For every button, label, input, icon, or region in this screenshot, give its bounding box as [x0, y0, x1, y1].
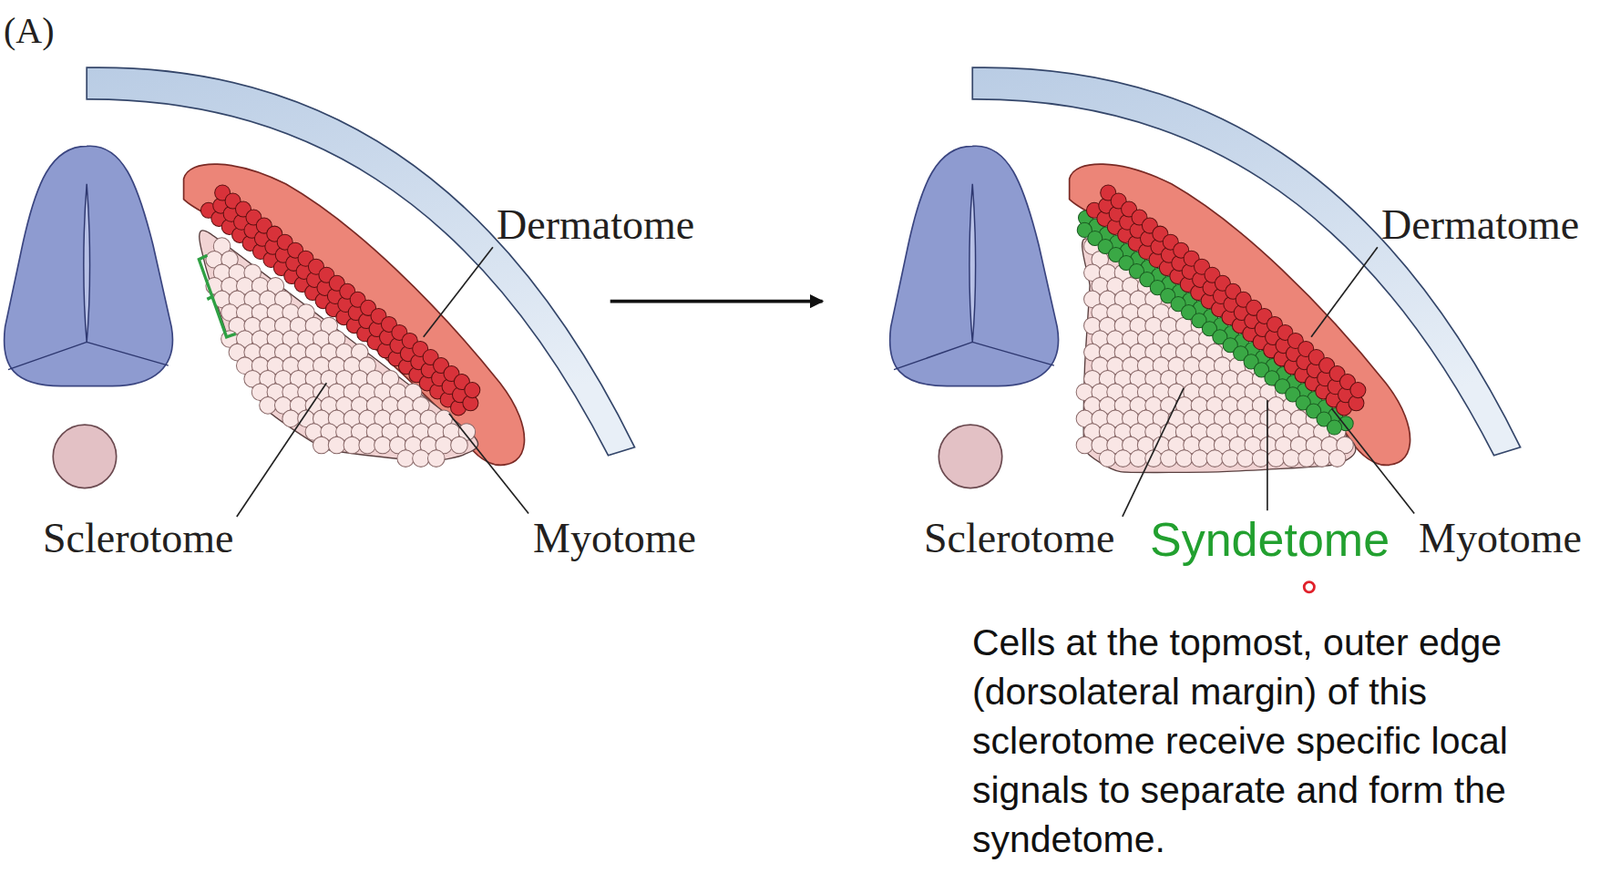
sclerotome-cell [397, 450, 415, 468]
sclerotome-cell [1282, 450, 1301, 468]
highlight-label: Syndetome [1149, 515, 1390, 564]
leader-line [236, 382, 328, 517]
neural-seam [8, 341, 169, 370]
sclerotome-cell [343, 436, 361, 454]
part-label: Myotome [533, 517, 697, 560]
myotome-cells [200, 184, 480, 416]
dermatome-shape [1069, 164, 1411, 465]
sclerotome-cells [199, 230, 479, 468]
part-label: Sclerotome [42, 517, 235, 560]
part-label: Sclerotome [923, 517, 1116, 560]
sclerotome-cell [1206, 450, 1224, 468]
neural-tube [890, 145, 1059, 386]
leader-line [1311, 246, 1378, 338]
sclerotome-cell [1267, 450, 1285, 468]
leader-line [1122, 388, 1184, 517]
sclerotome-cell [312, 436, 330, 454]
syndetome-cells [1076, 210, 1354, 435]
explanation-note: Cells at the topmost, outer edge (dorsol… [972, 617, 1542, 864]
sclerotome-cell [282, 410, 300, 428]
sclerotome-shape [199, 230, 479, 462]
sclerotome-cell [451, 436, 469, 454]
part-label: Myotome [1418, 517, 1582, 560]
sclerotome-cell [374, 436, 392, 454]
myotome-cell [1350, 382, 1366, 399]
leader-line [1266, 400, 1269, 511]
sclerotome-cell [1328, 450, 1346, 468]
sclerotome-cell [358, 436, 377, 454]
panel-letter: (A) [3, 12, 55, 50]
sclerotome-cell [1298, 450, 1316, 468]
dermatome-shape [184, 164, 525, 465]
leader-line [423, 246, 493, 338]
sclerotome-cell [1221, 450, 1240, 468]
sclerotome-cell [1190, 450, 1209, 468]
myotome-cells [1086, 184, 1365, 416]
pointer-dot [1303, 582, 1314, 593]
leader-lines [236, 246, 1415, 517]
sclerotome-cell [1175, 450, 1193, 468]
neural-lumen [969, 184, 976, 343]
somite-panel [890, 67, 1521, 489]
sclerotome-cell [1237, 450, 1255, 468]
sclerotome-cell [259, 397, 277, 415]
transition-arrow [610, 299, 823, 304]
myotome-cell [464, 382, 481, 399]
syndetome-cell [1326, 420, 1342, 435]
neural-tube [4, 145, 174, 386]
part-label: Dermatome [1381, 204, 1580, 247]
notochord [938, 424, 1002, 488]
sclerotome-shape [1082, 238, 1356, 473]
sclerotome-cells [1076, 237, 1356, 473]
sclerotome-cell [1313, 450, 1332, 468]
leader-line [1331, 408, 1415, 513]
sclerotome-cell [412, 450, 431, 468]
sclerotome-cell [1076, 436, 1094, 454]
part-label: Dermatome [496, 204, 695, 247]
bracket [198, 255, 236, 338]
neural-lumen [83, 184, 91, 343]
notochord [52, 424, 116, 488]
sclerotome-cell [1114, 450, 1132, 468]
leader-line [449, 413, 529, 514]
sclerotome-cell [1129, 450, 1148, 468]
sclerotome-cell [1098, 450, 1117, 468]
somite-panel [4, 67, 636, 489]
neural-seam [893, 341, 1055, 370]
sclerotome-cell [427, 450, 445, 468]
sclerotome-cell [328, 436, 346, 454]
sclerotome-cell [1160, 450, 1179, 468]
